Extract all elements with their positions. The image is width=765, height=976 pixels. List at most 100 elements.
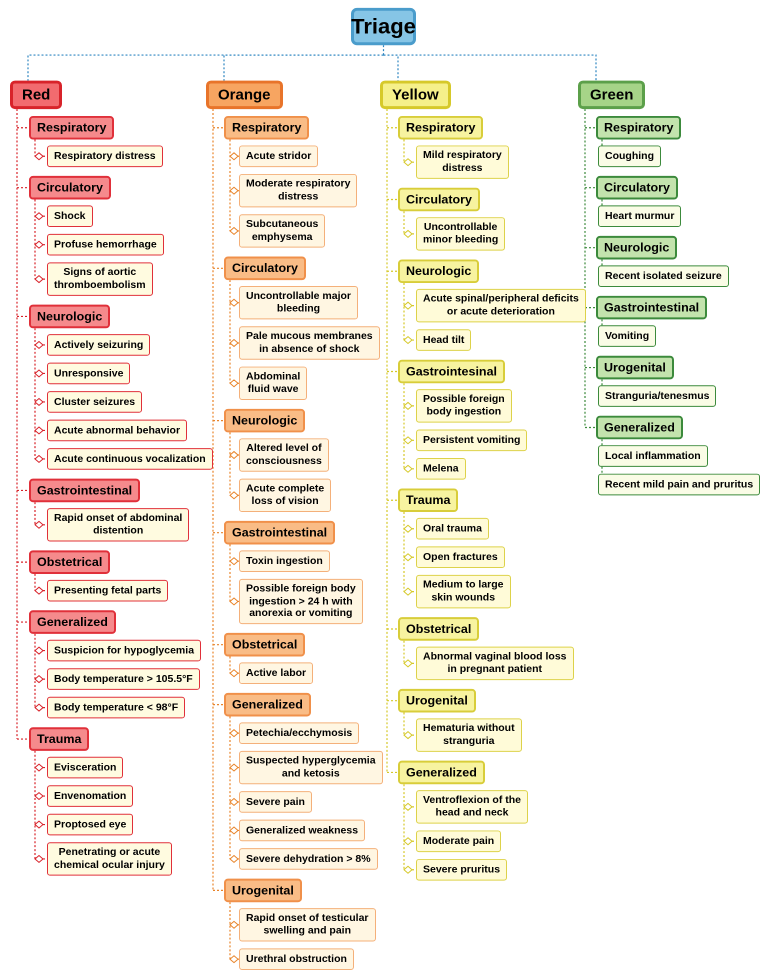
orange-generalized-diamond-1 [229,763,239,772]
green-neurologic-item-0: Recent isolated seizure [598,265,729,287]
red-trauma-item-0: Evisceration [47,756,124,779]
yellow-trauma-diamond-0 [403,524,413,533]
orange-urogenital-item-0: Rapid onset of testicular swelling and p… [239,908,376,942]
red-trauma-item-1: Envenomation [47,785,134,807]
orange-respiratory-item-2: Subcutaneous emphysema [239,214,326,248]
red-respiratory-diamond-0 [34,152,44,161]
red-trauma-item-3: Penetrating or acute chemical ocular inj… [47,842,172,876]
yellow-circulatory-diamond-0 [403,229,413,238]
orange-gastrointestinal-item-1: Possible foreign body ingestion > 24 h w… [239,578,363,625]
category-orange: Orange [206,80,283,110]
yellow-gastrointesinal-item-0: Possible foreign body ingestion [416,389,512,423]
yellow-generalized-item-2: Severe pruritus [416,858,508,881]
yellow-generalized-diamond-1 [403,837,413,846]
green-group-neurologic: Neurologic [596,235,678,260]
yellow-generalized-diamond-2 [403,865,413,874]
red-circulatory-item-1: Profuse hemorrhage [47,233,164,256]
red-generalized-diamond-0 [34,646,44,655]
red-respiratory-item-0: Respiratory distress [47,145,163,168]
yellow-neurologic-item-0: Acute spinal/peripheral deficits or acut… [416,288,586,323]
yellow-generalized-item-1: Moderate pain [416,830,502,853]
red-generalized-item-0: Suspicion for hypoglycemia [47,639,202,662]
orange-neurologic-diamond-1 [229,491,239,500]
orange-group-gastrointestinal: Gastrointestinal [224,520,336,545]
red-group-neurologic: Neurologic [29,304,111,329]
red-group-generalized: Generalized [29,610,116,634]
orange-circulatory-item-2: Abdominal fluid wave [239,366,308,400]
red-group-respiratory: Respiratory [29,115,115,140]
yellow-trauma-diamond-2 [403,587,413,596]
orange-neurologic-item-0: Altered level of consciousness [239,438,329,472]
red-generalized-diamond-1 [34,675,44,684]
yellow-group-circulatory: Circulatory [398,187,480,212]
root-node-triage: Triage [351,7,416,46]
orange-group-circulatory: Circulatory [224,256,306,281]
orange-respiratory-item-0: Acute stridor [239,145,319,168]
orange-urogenital-diamond-0 [229,920,239,929]
yellow-generalized-diamond-0 [403,802,413,811]
yellow-neurologic-diamond-1 [403,335,413,345]
yellow-group-neurologic: Neurologic [398,259,480,284]
orange-generalized-item-4: Severe dehydration > 8% [239,848,378,870]
orange-group-urogenital: Urogenital [224,878,302,903]
red-neurologic-diamond-3 [34,426,44,435]
yellow-gastrointesinal-item-1: Persistent vomiting [416,429,528,452]
red-trauma-diamond-1 [34,791,44,801]
orange-neurologic-item-1: Acute complete loss of vision [239,478,332,513]
green-group-generalized: Generalized [596,415,683,440]
orange-urogenital-item-1: Urethral obstruction [239,948,354,970]
red-trauma-item-2: Proptosed eye [47,813,134,836]
red-group-circulatory: Circulatory [29,175,111,200]
red-circulatory-item-0: Shock [47,205,93,228]
yellow-trauma-item-0: Oral trauma [416,517,489,540]
green-urogenital-item-0: Stranguria/tenesmus [598,385,717,407]
orange-respiratory-diamond-0 [229,152,239,161]
category-red: Red [10,80,63,110]
green-generalized-item-1: Recent mild pain and pruritus [598,473,761,496]
orange-generalized-item-1: Suspected hyperglycemia and ketosis [239,750,383,785]
yellow-group-gastrointesinal: Gastrointesinal [398,359,505,384]
orange-gastrointestinal-item-0: Toxin ingestion [239,550,330,572]
yellow-neurologic-item-1: Head tilt [416,329,472,351]
red-neurologic-diamond-0 [34,340,44,350]
green-group-gastrointestinal: Gastrointestinal [596,295,708,320]
orange-circulatory-diamond-2 [229,379,239,388]
green-generalized-item-0: Local inflammation [598,445,708,467]
orange-gastrointestinal-diamond-0 [229,557,239,566]
red-trauma-diamond-0 [34,763,44,772]
red-neurologic-item-3: Acute abnormal behavior [47,419,188,442]
bus-to-red [27,54,384,81]
green-group-circulatory: Circulatory [596,175,678,200]
red-trauma-diamond-3 [34,854,44,864]
yellow-urogenital-item-0: Hematuria without stranguria [416,718,522,752]
yellow-obstetrical-item-0: Abnormal vaginal blood loss in pregnant … [416,646,574,681]
orange-generalized-diamond-2 [229,797,239,807]
orange-circulatory-item-1: Pale mucous membranes in absence of shoc… [239,326,380,360]
yellow-gastrointesinal-diamond-1 [403,436,413,445]
red-circulatory-diamond-1 [34,240,44,249]
yellow-respiratory-item-0: Mild respiratory distress [416,145,509,179]
green-respiratory-item-0: Coughing [598,145,661,168]
orange-generalized-diamond-4 [229,854,239,864]
red-neurologic-diamond-2 [34,397,44,407]
orange-obstetrical-item-0: Active labor [239,662,314,685]
green-gastrointestinal-item-0: Vomiting [598,325,657,347]
bus-to-green [383,54,597,81]
bus-to-orange [223,54,384,81]
orange-obstetrical-diamond-0 [229,669,239,678]
red-generalized-item-2: Body temperature < 98°F [47,696,186,719]
red-neurologic-item-4: Acute continuous vocalization [47,448,213,470]
yellow-group-respiratory: Respiratory [398,115,484,140]
yellow-obstetrical-diamond-0 [403,659,413,668]
red-gastrointestinal-diamond-0 [34,520,44,529]
yellow-trauma-item-2: Medium to large skin wounds [416,574,511,609]
red-trauma-diamond-2 [34,820,44,829]
red-circulatory-item-2: Signs of aortic thromboembolism [47,262,153,296]
green-group-respiratory: Respiratory [596,115,682,140]
yellow-circulatory-item-0: Uncontrollable minor bleeding [416,217,506,251]
orange-generalized-diamond-3 [229,826,239,835]
yellow-trauma-item-1: Open fractures [416,546,505,569]
yellow-gastrointesinal-diamond-2 [403,464,413,473]
orange-circulatory-item-0: Uncontrollable major bleeding [239,285,359,320]
